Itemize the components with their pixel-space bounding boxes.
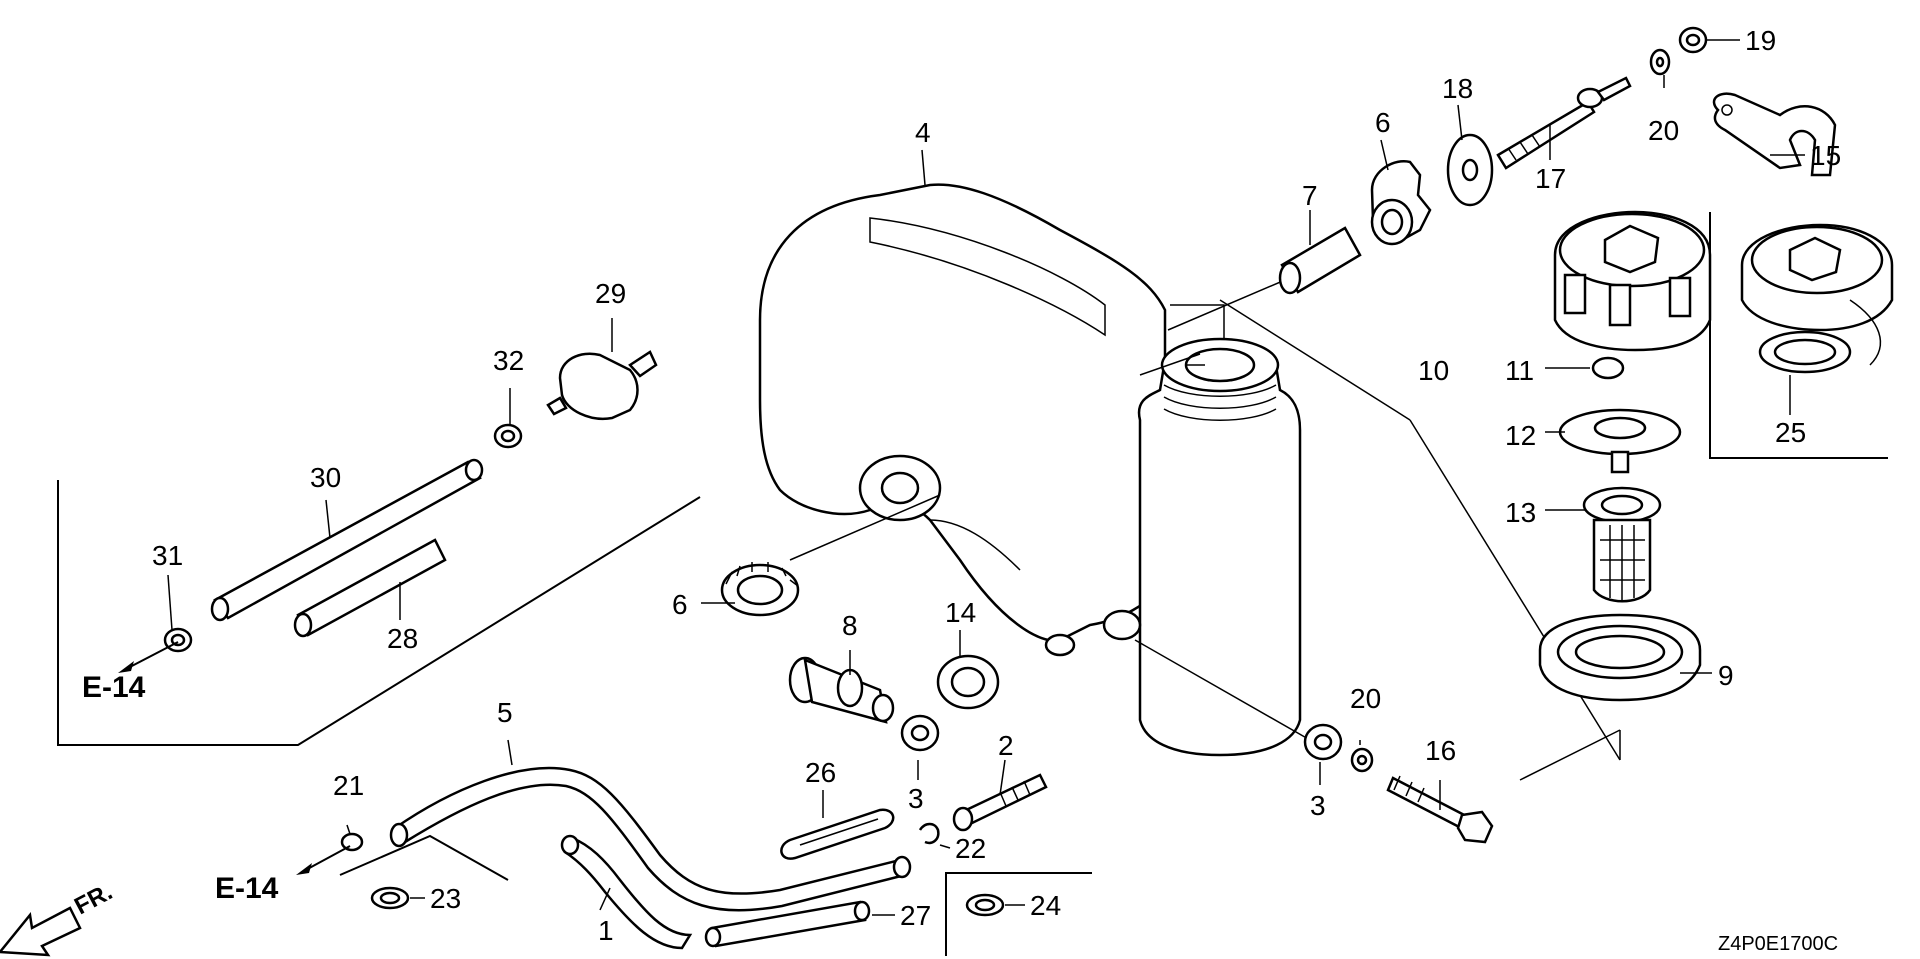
callout-18: 18 (1442, 73, 1473, 104)
joint-8 (788, 656, 895, 724)
collar-7 (1278, 226, 1362, 295)
callout-6-upper: 6 (1375, 107, 1391, 138)
tank-cap-assembly (1740, 223, 1894, 374)
callout-9: 9 (1718, 660, 1734, 691)
callout-21: 21 (333, 770, 364, 801)
fuel-tube-1 (560, 834, 693, 950)
callout-15: 15 (1810, 140, 1841, 171)
fuel-filter-29 (546, 350, 658, 421)
assembly-leaders (789, 279, 1621, 781)
callout-24: 24 (1030, 890, 1061, 921)
tube-band-26 (780, 808, 895, 860)
callout-5: 5 (497, 697, 513, 728)
callout-22: 22 (955, 833, 986, 864)
tank-cap (1553, 210, 1712, 352)
grommet-14 (936, 654, 1000, 710)
fuel-tube-27 (704, 900, 871, 948)
callout-6-lower: 6 (672, 589, 688, 620)
callout-10: 10 (1418, 355, 1449, 386)
splash-plate (1558, 408, 1682, 474)
callout-16: 16 (1425, 735, 1456, 766)
washer-20-bottom (1350, 747, 1374, 773)
callout-23: 23 (430, 883, 461, 914)
fuel-tube-5 (389, 766, 912, 912)
callout-31: 31 (152, 540, 183, 571)
tube-clip-24 (965, 893, 1005, 917)
callout-3-left: 3 (908, 783, 924, 814)
reference-e14-lower: E-14 (215, 872, 279, 905)
callout-27: 27 (900, 900, 931, 931)
rubber-mount-6-lower (720, 562, 800, 617)
stay-bracket (1712, 92, 1837, 177)
washer-20-top (1649, 48, 1671, 76)
front-marker-label: FR. (70, 878, 117, 920)
washer-18 (1446, 133, 1494, 207)
callout-2: 2 (998, 730, 1014, 761)
flange-nut-19 (1678, 26, 1708, 54)
callout-13: 13 (1505, 497, 1536, 528)
callout-28: 28 (387, 623, 418, 654)
tube-clip-31 (163, 627, 193, 653)
callout-14: 14 (945, 597, 976, 628)
callout-12: 12 (1505, 420, 1536, 451)
callout-4: 4 (915, 117, 931, 148)
cap-seal (1591, 356, 1625, 380)
callout-7: 7 (1302, 180, 1318, 211)
diagram-code: Z4P0E1700C (1718, 933, 1838, 955)
callout-8: 8 (842, 610, 858, 641)
reference-arrows (118, 641, 351, 875)
callout-25: 25 (1775, 417, 1806, 448)
strainer-nut (1538, 613, 1702, 702)
callout-30: 30 (310, 462, 341, 493)
callout-26: 26 (805, 757, 836, 788)
reference-e14-upper: E-14 (82, 671, 146, 704)
callout-17: 17 (1535, 163, 1566, 194)
tube-clip-21 (340, 832, 364, 852)
callout-29: 29 (595, 278, 626, 309)
fuel-strainer (1582, 486, 1662, 603)
clip-22 (918, 822, 940, 845)
callout-11: 11 (1505, 355, 1534, 386)
tube-clip-32 (493, 423, 523, 449)
front-direction-arrow: FR. (0, 878, 117, 957)
filter-neck-assembly (1102, 337, 1302, 757)
callout-32: 32 (493, 345, 524, 376)
rubber-3-left (900, 714, 940, 752)
callout-20-upper: 20 (1648, 115, 1679, 146)
callout-20-lower: 20 (1350, 683, 1381, 714)
callout-19: 19 (1745, 25, 1776, 56)
tube-28 (293, 538, 447, 638)
tube-clip-23 (370, 886, 410, 910)
callout-leaders (167, 39, 1805, 916)
fuel-tube-30 (210, 458, 484, 622)
rubber-mount-6-upper (1370, 159, 1432, 246)
bolt-2 (952, 773, 1048, 832)
fuel-tank (758, 183, 1167, 657)
stay-bolt (1496, 76, 1632, 170)
callout-labels: 4 6 18 7 17 20 19 15 10 11 12 13 9 25 6 … (152, 25, 1841, 946)
rubber-3-right (1303, 723, 1343, 761)
callout-3-right: 3 (1310, 790, 1326, 821)
bolt-16 (1386, 775, 1494, 844)
callout-1: 1 (598, 915, 614, 946)
